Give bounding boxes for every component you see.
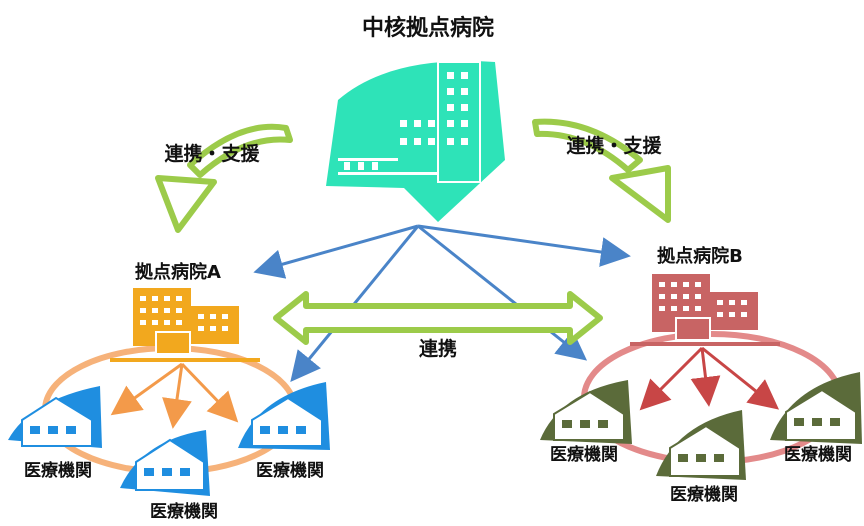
clinic-b3-label: 医療機関 bbox=[784, 444, 852, 465]
clinic-a2-label: 医療機関 bbox=[150, 501, 218, 522]
core-hospital-icon bbox=[326, 61, 505, 222]
support-arrow-right bbox=[532, 118, 671, 223]
clinic-b1-icon bbox=[540, 380, 632, 444]
hospital-link-arrow bbox=[273, 291, 603, 345]
clinic-b3-icon bbox=[770, 372, 862, 444]
arrow-to-clinic-b bbox=[417, 224, 588, 361]
clinic-a1-icon bbox=[8, 386, 102, 448]
hospital-a-icon bbox=[110, 288, 260, 362]
clinic-a3-label: 医療機関 bbox=[256, 460, 324, 481]
hospital-b-label: 拠点病院B bbox=[657, 245, 743, 267]
clinic-b2-label: 医療機関 bbox=[670, 484, 738, 505]
clinic-a3-icon bbox=[238, 382, 330, 450]
core-link-arrows bbox=[253, 224, 631, 382]
support-label-right: 連携・支援 bbox=[566, 134, 662, 157]
arrow-to-hospital-a bbox=[253, 224, 419, 279]
arrow-to-clinic-a bbox=[290, 225, 420, 382]
hospital-link-label: 連携 bbox=[419, 337, 457, 360]
arrow-to-hospital-b bbox=[417, 224, 631, 267]
hospital-b-icon bbox=[630, 274, 780, 346]
clinic-a1-label: 医療機関 bbox=[24, 460, 92, 481]
hospital-a-label: 拠点病院A bbox=[135, 261, 221, 283]
core-hospital-title: 中核拠点病院 bbox=[362, 15, 494, 41]
clinic-a2-icon bbox=[120, 430, 210, 496]
support-arrow-left bbox=[155, 123, 293, 233]
hospital-a-arrows bbox=[110, 362, 239, 429]
clinic-b2-icon bbox=[656, 410, 746, 480]
clinic-b1-label: 医療機関 bbox=[550, 444, 618, 465]
hospital-b-arrows bbox=[639, 346, 780, 411]
support-label-left: 連携・支援 bbox=[164, 142, 260, 165]
